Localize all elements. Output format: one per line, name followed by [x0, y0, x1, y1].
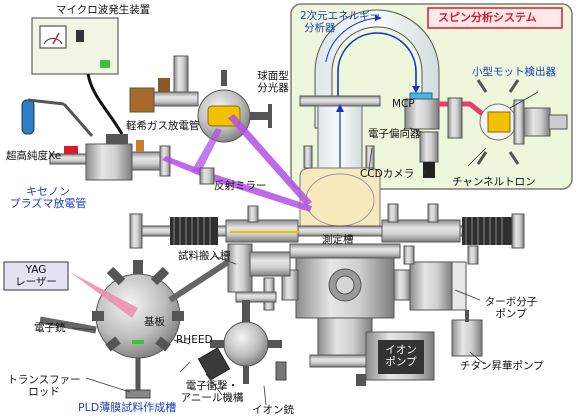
ion-gun-label: イオン銃 [252, 404, 294, 416]
spin-system-title-box [427, 7, 563, 29]
transfer-rod-label-line1: トランスファー [7, 374, 81, 386]
yag-laser-box [3, 261, 69, 291]
ccd-camera-label: CCDカメラ [360, 168, 415, 180]
turbo-pump-label: ターボ分子 ポンプ [476, 296, 546, 320]
e-bombard-label-line2: アニール機構 [180, 392, 244, 404]
reflect-mirror-label: 反射ミラー [214, 180, 267, 192]
electron-deflector-label: 電子偏向器 [368, 128, 421, 140]
pld-chamber-label: PLD薄膜試料作成槽 [78, 401, 177, 414]
e-bombard-label-line1: 電子衝撃・ [185, 380, 239, 392]
microwave-generator-label: マイクロ波発生装置 [56, 4, 151, 16]
channeltron-label: チャンネルトロン [452, 176, 536, 188]
measurement-chamber-label: 測定槽 [322, 234, 354, 246]
yag-laser-label-line2: レーザー [15, 276, 57, 288]
electron-gun-label: 電子銃 [34, 322, 66, 334]
spherical-analyzer-label-line2: 分光器 [257, 82, 289, 94]
ion-pump-label: イオン ポンプ [378, 344, 424, 368]
yag-laser-label-line1: YAG [25, 264, 47, 276]
xenon-lamp-label-line2: プラズマ放電管 [9, 197, 87, 210]
turbo-pump-label-line2: ポンプ [495, 308, 527, 320]
yag-laser-label: YAG レーザー [6, 264, 66, 288]
analyzer-2d-label-line1: 2次元エネルギー [300, 10, 381, 22]
monochromated-beam [228, 114, 312, 206]
xenon-gas-label: 超高純度Xe [6, 150, 62, 162]
xenon-lamp-label: キセノン プラズマ放電管 [6, 186, 90, 210]
xenon-lamp-label-line1: キセノン [26, 185, 70, 198]
transfer-rod-label-line2: ロッド [28, 386, 60, 398]
turbo-pump-label-line1: ターボ分子 [484, 296, 538, 308]
yag-beam [70, 272, 138, 318]
transfer-rod-label: トランスファー ロッド [0, 374, 88, 398]
spherical-analyzer-label-line1: 球面型 [257, 70, 289, 82]
spherical-analyzer-label: 球面型 分光器 [248, 70, 298, 94]
spin-system-label: スピン分析システム [438, 11, 537, 24]
ccd-camera-body [423, 162, 435, 178]
light-gas-lamp-label: 軽希ガス放電管 [126, 120, 200, 132]
mott-detector-label: 小型モット検出器 [472, 66, 556, 78]
mcp-label: MCP [392, 98, 415, 110]
rheed-label: RHEED [176, 334, 213, 346]
bellows-right [462, 217, 512, 245]
electron-deflector [419, 131, 439, 163]
meter-icon [43, 37, 63, 45]
gas-cylinder-icon [21, 99, 35, 135]
reflect-mirror [199, 167, 215, 185]
ti-sublimation-pump-label: チタン昇華ポンプ [460, 360, 544, 372]
e-bombard-label: 電子衝撃・ アニール機構 [174, 380, 250, 404]
ion-pump-label-line1: イオン [385, 344, 417, 356]
sample-transfer-chamber-label: 試料搬入槽 [178, 250, 231, 262]
electron-path [337, 32, 417, 128]
analyzer-2d-label: 2次元エネルギー 分析器 [300, 10, 380, 34]
ion-pump-label-line2: ポンプ [385, 356, 417, 368]
analyzer-2d-label-line2: 分析器 [304, 22, 336, 34]
bellows-left [170, 217, 218, 245]
substrate-label: 基板 [144, 316, 165, 328]
